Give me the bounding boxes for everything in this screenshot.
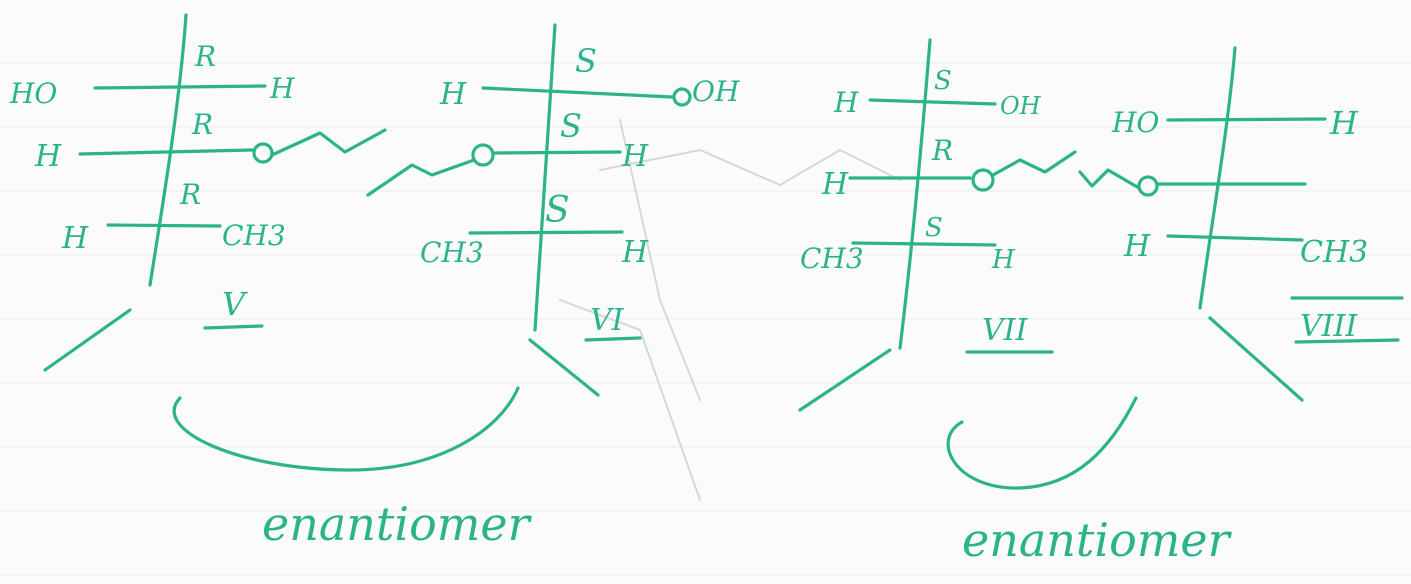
row-3-right: H bbox=[621, 235, 649, 270]
relation-label-1: enantiomer bbox=[262, 497, 533, 551]
center-label-2: R bbox=[191, 108, 213, 141]
oxygen-ring bbox=[471, 143, 495, 167]
backbone-line bbox=[898, 38, 932, 350]
center-label-3: R bbox=[179, 178, 201, 211]
row-1-left: H bbox=[439, 77, 467, 112]
backbone-line bbox=[1198, 46, 1237, 310]
row-3-bond bbox=[851, 241, 997, 247]
row-1-bond bbox=[868, 98, 997, 106]
row-2-right: H bbox=[621, 139, 649, 174]
row-1-left: HO bbox=[1111, 106, 1159, 139]
row-2-left: H bbox=[821, 167, 849, 202]
row-3-left: CH3 bbox=[800, 242, 864, 275]
row-1-bond bbox=[1166, 117, 1327, 122]
faint-pencil-marks bbox=[559, 119, 901, 501]
backbone-line bbox=[148, 13, 188, 287]
fischer-projection-v: R R R HO H H H CH3 V bbox=[9, 13, 387, 372]
fischer-projection-viii: HO H H CH3 VIII bbox=[1078, 46, 1404, 402]
center-label-2: S bbox=[560, 107, 582, 145]
roman-numeral: VII bbox=[982, 313, 1029, 348]
ethyl-chain bbox=[1078, 168, 1141, 190]
fischer-projection-vii: S R S H OH H CH3 H VII bbox=[798, 38, 1077, 412]
row-1-right: H bbox=[1329, 104, 1359, 142]
ethyl-chain bbox=[366, 158, 476, 197]
center-label-2: R bbox=[931, 134, 953, 167]
row-2-left: H bbox=[34, 139, 62, 174]
roman-numeral: VIII bbox=[1300, 309, 1358, 344]
enantiomer-arc bbox=[946, 396, 1138, 490]
bottom-bond bbox=[1208, 316, 1304, 402]
row-3-left: CH3 bbox=[420, 236, 484, 269]
backbone-line bbox=[533, 23, 557, 332]
row-1-left: H bbox=[833, 86, 859, 119]
center-label-3: S bbox=[545, 190, 570, 231]
bottom-bond bbox=[43, 308, 132, 372]
row-3-bond bbox=[106, 223, 222, 228]
row-3-right: CH3 bbox=[222, 219, 286, 252]
row-2-bond bbox=[78, 148, 254, 156]
oxygen-ring bbox=[252, 142, 274, 164]
row-3-bond bbox=[1166, 234, 1304, 242]
center-label-1: R bbox=[194, 40, 216, 73]
center-label-1: S bbox=[934, 66, 952, 96]
oxygen-ring bbox=[971, 168, 995, 192]
oxygen-ring bbox=[1137, 175, 1159, 197]
row-1-right: H bbox=[269, 72, 295, 105]
row-1-right: OH bbox=[1000, 92, 1042, 120]
center-label-3: S bbox=[925, 213, 943, 243]
roman-underline bbox=[1294, 338, 1400, 344]
row-3-bond bbox=[468, 230, 624, 235]
bottom-bond bbox=[798, 348, 892, 412]
bottom-bond bbox=[528, 338, 600, 397]
row-1-right: OH bbox=[692, 75, 740, 108]
roman-underline bbox=[203, 324, 264, 330]
row-2-bond bbox=[493, 150, 622, 155]
enantiomer-arc bbox=[172, 386, 520, 472]
roman-numeral: VI bbox=[590, 303, 625, 338]
row-1-bond bbox=[481, 86, 674, 99]
relation-label-2: enantiomer bbox=[962, 513, 1233, 567]
row-3-right: H bbox=[991, 245, 1016, 275]
hydroxyl-o-ring bbox=[672, 87, 692, 107]
fischer-projection-vi: S S S H OH H CH3 H VI bbox=[366, 23, 740, 397]
row-3-left: H bbox=[61, 221, 89, 256]
ethyl-chain bbox=[991, 150, 1077, 177]
ethyl-chain bbox=[270, 128, 387, 157]
row-1-left: HO bbox=[9, 77, 57, 110]
center-label-1: S bbox=[575, 42, 597, 80]
roman-underline bbox=[584, 336, 642, 342]
row-3-right: CH3 bbox=[1300, 235, 1368, 270]
row-1-bond bbox=[93, 84, 267, 90]
row-3-left: H bbox=[1123, 229, 1151, 264]
roman-numeral: V bbox=[222, 285, 248, 323]
